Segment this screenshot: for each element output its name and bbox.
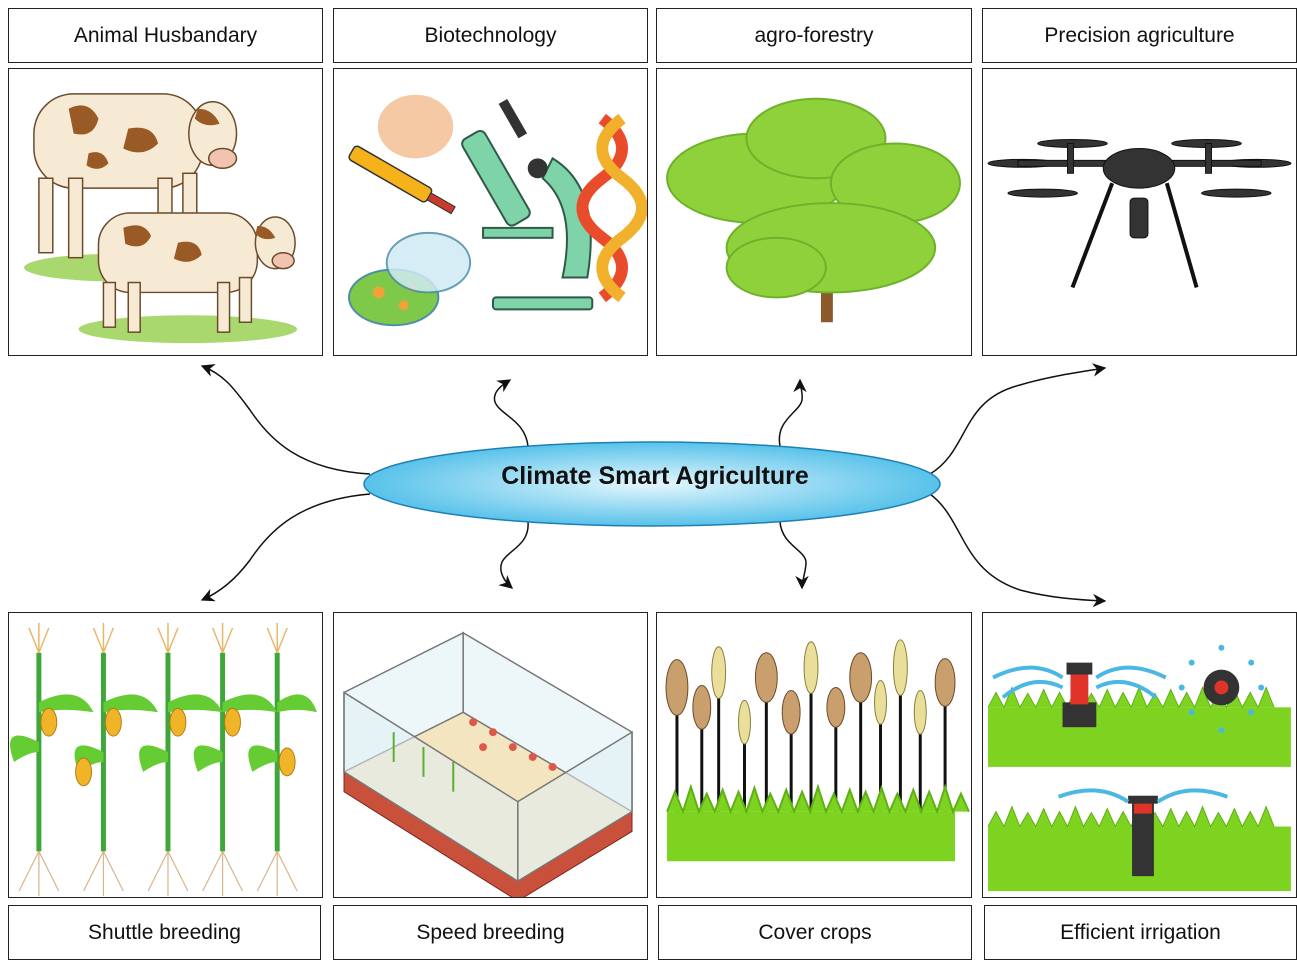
panel-biotechnology (333, 68, 648, 356)
trees-icon (666, 97, 961, 323)
panel-cover-crops (656, 612, 972, 898)
label-animal-husbandary: Animal Husbandary (8, 8, 323, 63)
arrow-cover-crops (779, 521, 809, 590)
label-shuttle-breeding: Shuttle breeding (8, 905, 321, 960)
arrow-shuttle-breeding (200, 493, 371, 602)
millet-icon (665, 639, 970, 862)
panel-efficient-irrigation (982, 612, 1297, 898)
drone-icon (987, 139, 1292, 289)
hub-title: Climate Smart Agriculture (501, 462, 809, 490)
arrow-efficient-irrigation (929, 493, 1107, 608)
panel-precision-agriculture (982, 68, 1297, 356)
label-precision-agriculture: Precision agriculture (982, 8, 1297, 63)
panel-shuttle-breeding (8, 612, 323, 898)
maize-icon (10, 622, 317, 897)
panel-animal-husbandary (8, 68, 323, 356)
hub-ellipse (363, 441, 941, 527)
arrow-agro-forestry (778, 378, 807, 447)
panel-speed-breeding (333, 612, 648, 898)
label-agro-forestry: agro-forestry (656, 8, 972, 63)
greenhouse-icon (343, 631, 633, 897)
arrow-animal-husbandary (200, 364, 371, 475)
label-cover-crops: Cover crops (658, 905, 972, 960)
label-speed-breeding: Speed breeding (333, 905, 648, 960)
label-biotechnology: Biotechnology (333, 8, 648, 63)
arrow-speed-breeding (498, 521, 529, 589)
arrow-precision-agriculture (929, 363, 1107, 475)
arrow-biotechnology (493, 379, 529, 447)
cows-icon (23, 93, 298, 344)
label-efficient-irrigation: Efficient irrigation (984, 905, 1297, 960)
sprinkler-icon (987, 644, 1291, 892)
panel-agro-forestry (656, 68, 972, 356)
microscope-icon (347, 94, 647, 327)
